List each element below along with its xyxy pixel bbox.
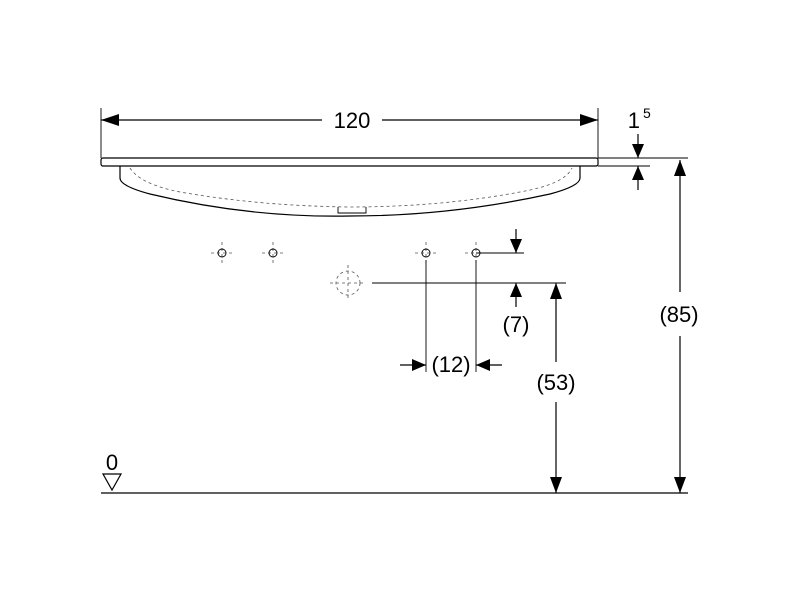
rim-thickness-dimension: 1 5 xyxy=(598,105,688,190)
width-dimension: 120 xyxy=(100,108,599,158)
tap-offset-label: (7) xyxy=(503,312,530,337)
basin-outline xyxy=(100,157,599,217)
dashed-circle-crosshair-icon xyxy=(330,265,366,301)
drain-height-dimension: (53) xyxy=(536,283,576,493)
width-label: 120 xyxy=(334,108,371,133)
total-height-label: (85) xyxy=(659,302,698,327)
floor-level: 0 xyxy=(101,450,688,494)
rim-thickness-label: 1 xyxy=(628,108,640,133)
crosshair-icon xyxy=(262,242,284,264)
drain-height-label: (53) xyxy=(536,370,575,395)
triangle-down-icon xyxy=(101,473,123,492)
tap-spacing-label: (12) xyxy=(431,352,470,377)
rim-thickness-superscript: 5 xyxy=(643,105,651,121)
fixing-points xyxy=(211,242,487,264)
tap-spacing-dimension: (12) xyxy=(400,260,502,377)
crosshair-icon xyxy=(211,242,233,264)
tap-offset-dimension: (7) xyxy=(476,229,529,337)
total-height-dimension: (85) xyxy=(659,160,699,493)
floor-level-label: 0 xyxy=(106,450,118,475)
